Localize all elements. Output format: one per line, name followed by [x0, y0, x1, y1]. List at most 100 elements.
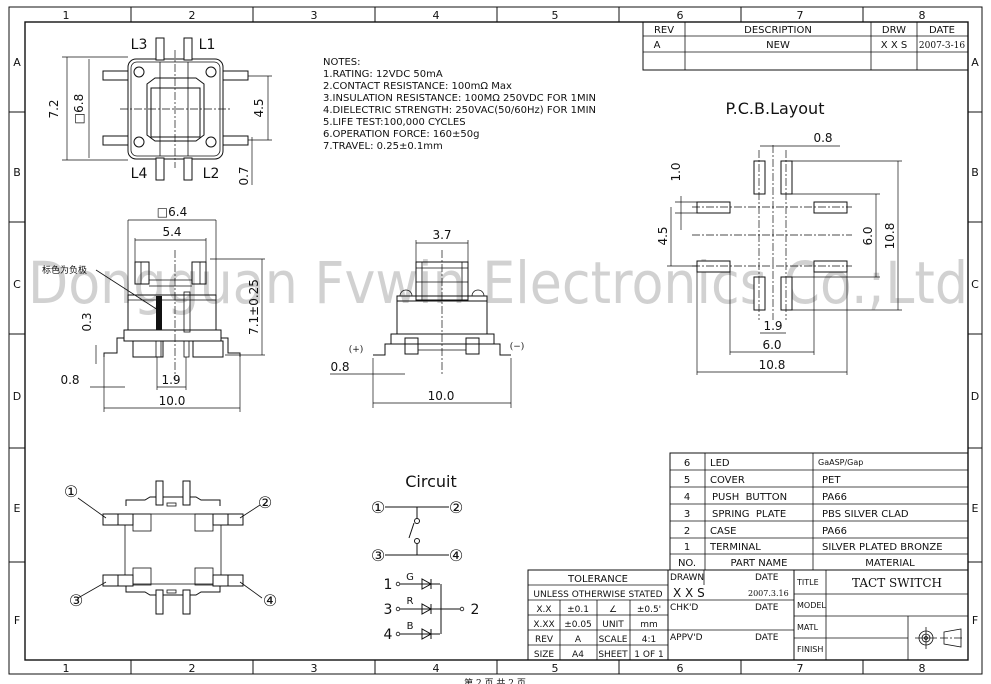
lead-label: L2: [203, 166, 220, 182]
note-item: 5.LIFE TEST:100,000 CYCLES: [323, 117, 466, 128]
lead-label: L4: [131, 166, 148, 182]
note-item: 1.RATING: 12VDC 50mA: [323, 69, 443, 80]
footer-caption: 第 2 页 共 2 页: [464, 677, 526, 684]
tolerance-title: TOLERANCE: [567, 574, 628, 585]
date-header: DATE: [929, 25, 955, 36]
pcb-layout: P.C.B.Layout 0.8 1.0 4.5 6.0 10.8 1.9 6.…: [656, 99, 902, 375]
pin-label-3: ③: [69, 591, 83, 610]
tolerance-block: TOLERANCE UNLESS OTHERWISE STATED X.X ±0…: [527, 569, 669, 661]
col-label: 4: [433, 662, 440, 675]
bom-header-part: PART NAME: [730, 558, 787, 569]
matl-label: MATL: [797, 623, 819, 632]
row-label: D: [13, 390, 21, 403]
tol-cell: A: [575, 635, 582, 645]
col-label: 6: [677, 9, 684, 22]
dim-6-8: □6.8: [72, 94, 86, 124]
dim-10-0: 10.0: [428, 389, 455, 403]
bom-part: CASE: [710, 526, 737, 537]
date-label: DATE: [755, 603, 779, 613]
finish-label: FINISH: [797, 645, 823, 654]
dim-3-7: 3.7: [432, 228, 451, 242]
top-view: 7.2 □6.8 4.5 0.7 L3 L1 L4 L2: [47, 37, 272, 186]
row-label: F: [972, 614, 978, 627]
date-value: 2007-3-16: [919, 41, 965, 51]
approved-label: APPV'D: [670, 633, 703, 643]
title-block: TITLE MODEL MATL FINISH TACT SWITCH: [793, 569, 969, 661]
bom-material: PA66: [822, 526, 847, 537]
switch-pin-3: ③: [371, 546, 385, 565]
led-diodes: [395, 578, 465, 640]
tol-cell: mm: [640, 620, 658, 630]
bom-material: PET: [822, 475, 841, 486]
drw-value: X X S: [881, 40, 907, 51]
dim-6-0: 6.0: [762, 338, 781, 352]
bom-no: 5: [684, 475, 690, 486]
led-pin-4: 4: [384, 627, 393, 643]
col-label: 8: [919, 662, 926, 675]
pin-label-4: ④: [263, 591, 277, 610]
pcb-title: P.C.B.Layout: [726, 99, 825, 118]
dim-7-1: 7.1±0.25: [247, 279, 261, 335]
bom-no: 2: [684, 526, 690, 537]
zone-labels: 1 2 3 4 5 6 7 8 1 2 3 4 5 6 7 8 A B C D …: [13, 9, 979, 675]
bom-material: SILVER PLATED BRONZE: [822, 542, 943, 553]
row-label: E: [14, 502, 21, 515]
dim-4-5: 4.5: [656, 226, 670, 245]
row-label: D: [971, 390, 979, 403]
dim-6-0: 6.0: [861, 226, 875, 245]
col-label: 3: [311, 9, 318, 22]
model-label: MODEL: [797, 601, 826, 610]
signoff-block: DRAWN DATE CHK'D DATE APPV'D DATE X X S …: [667, 569, 795, 661]
dim-10-8: 10.8: [759, 358, 786, 372]
circuit: Circuit ① ② ③ ④ 1 3 4 G R B 2: [371, 472, 480, 643]
col-label: 1: [63, 662, 70, 675]
switch-pin-2: ②: [449, 498, 463, 517]
dim-0-3: 0.3: [80, 312, 94, 331]
tol-cell: 4:1: [642, 635, 656, 645]
side-view: 3.7 0.8 10.0 (+) (−): [330, 228, 524, 408]
row-label: B: [971, 166, 979, 179]
dim-7-2: 7.2: [47, 99, 61, 118]
col-label: 7: [797, 662, 804, 675]
bom-part: SPRING PLATE: [712, 509, 786, 520]
tol-cell: SCALE: [599, 635, 628, 645]
bom-no: 4: [684, 492, 690, 503]
bom-part: TERMINAL: [709, 542, 761, 553]
dim-0-7: 0.7: [237, 166, 251, 185]
bom-table: 6 LED GaASP/Gap 5 COVER PET 4 PUSH BUTTO…: [669, 452, 969, 571]
tol-cell: ±0.1: [567, 605, 589, 615]
note-item: 7.TRAVEL: 0.25±0.1mm: [323, 141, 443, 152]
pin-label-1: ①: [64, 482, 78, 501]
led-common-pin: 2: [471, 602, 480, 618]
description-value: NEW: [766, 40, 790, 51]
tol-cell: SHEET: [598, 650, 628, 660]
revision-table: REV DESCRIPTION DRW DATE A NEW X X S 200…: [642, 21, 969, 71]
bom-header-no: NO.: [678, 558, 696, 569]
col-label: 2: [189, 662, 196, 675]
note-item: 2.CONTACT RESISTANCE: 100mΩ Max: [323, 81, 512, 92]
led-pin-3: 3: [384, 602, 393, 618]
row-label: B: [13, 166, 21, 179]
bom-part: PUSH BUTTON: [712, 492, 787, 503]
pin-label-2: ②: [258, 493, 272, 512]
bottom-view: ① ② ③ ④: [64, 480, 277, 615]
bom-material: PBS SILVER CLAD: [822, 509, 909, 520]
drawing-title: TACT SWITCH: [852, 576, 942, 590]
bom-material: PA66: [822, 492, 847, 503]
checked-label: CHK'D: [670, 603, 698, 613]
drw-header: DRW: [882, 25, 906, 36]
dim-1-9: 1.9: [763, 319, 782, 333]
description-header: DESCRIPTION: [744, 25, 812, 36]
row-label: A: [971, 56, 979, 69]
rev-header: REV: [654, 25, 674, 36]
note-item: 3.INSULATION RESISTANCE: 100MΩ 250VDC FO…: [323, 93, 596, 104]
dim-1-0: 1.0: [669, 162, 683, 181]
tolerance-subtitle: UNLESS OTHERWISE STATED: [533, 590, 662, 600]
led-color-g: G: [406, 572, 414, 583]
dim-10-8: 10.8: [883, 223, 897, 250]
bom-part: COVER: [710, 475, 745, 486]
tol-cell: ∠: [609, 605, 617, 615]
bom-header-material: MATERIAL: [865, 558, 915, 569]
note-item: 4.DIELECTRIC STRENGTH: 250VAC(50/60Hz) F…: [323, 105, 596, 116]
